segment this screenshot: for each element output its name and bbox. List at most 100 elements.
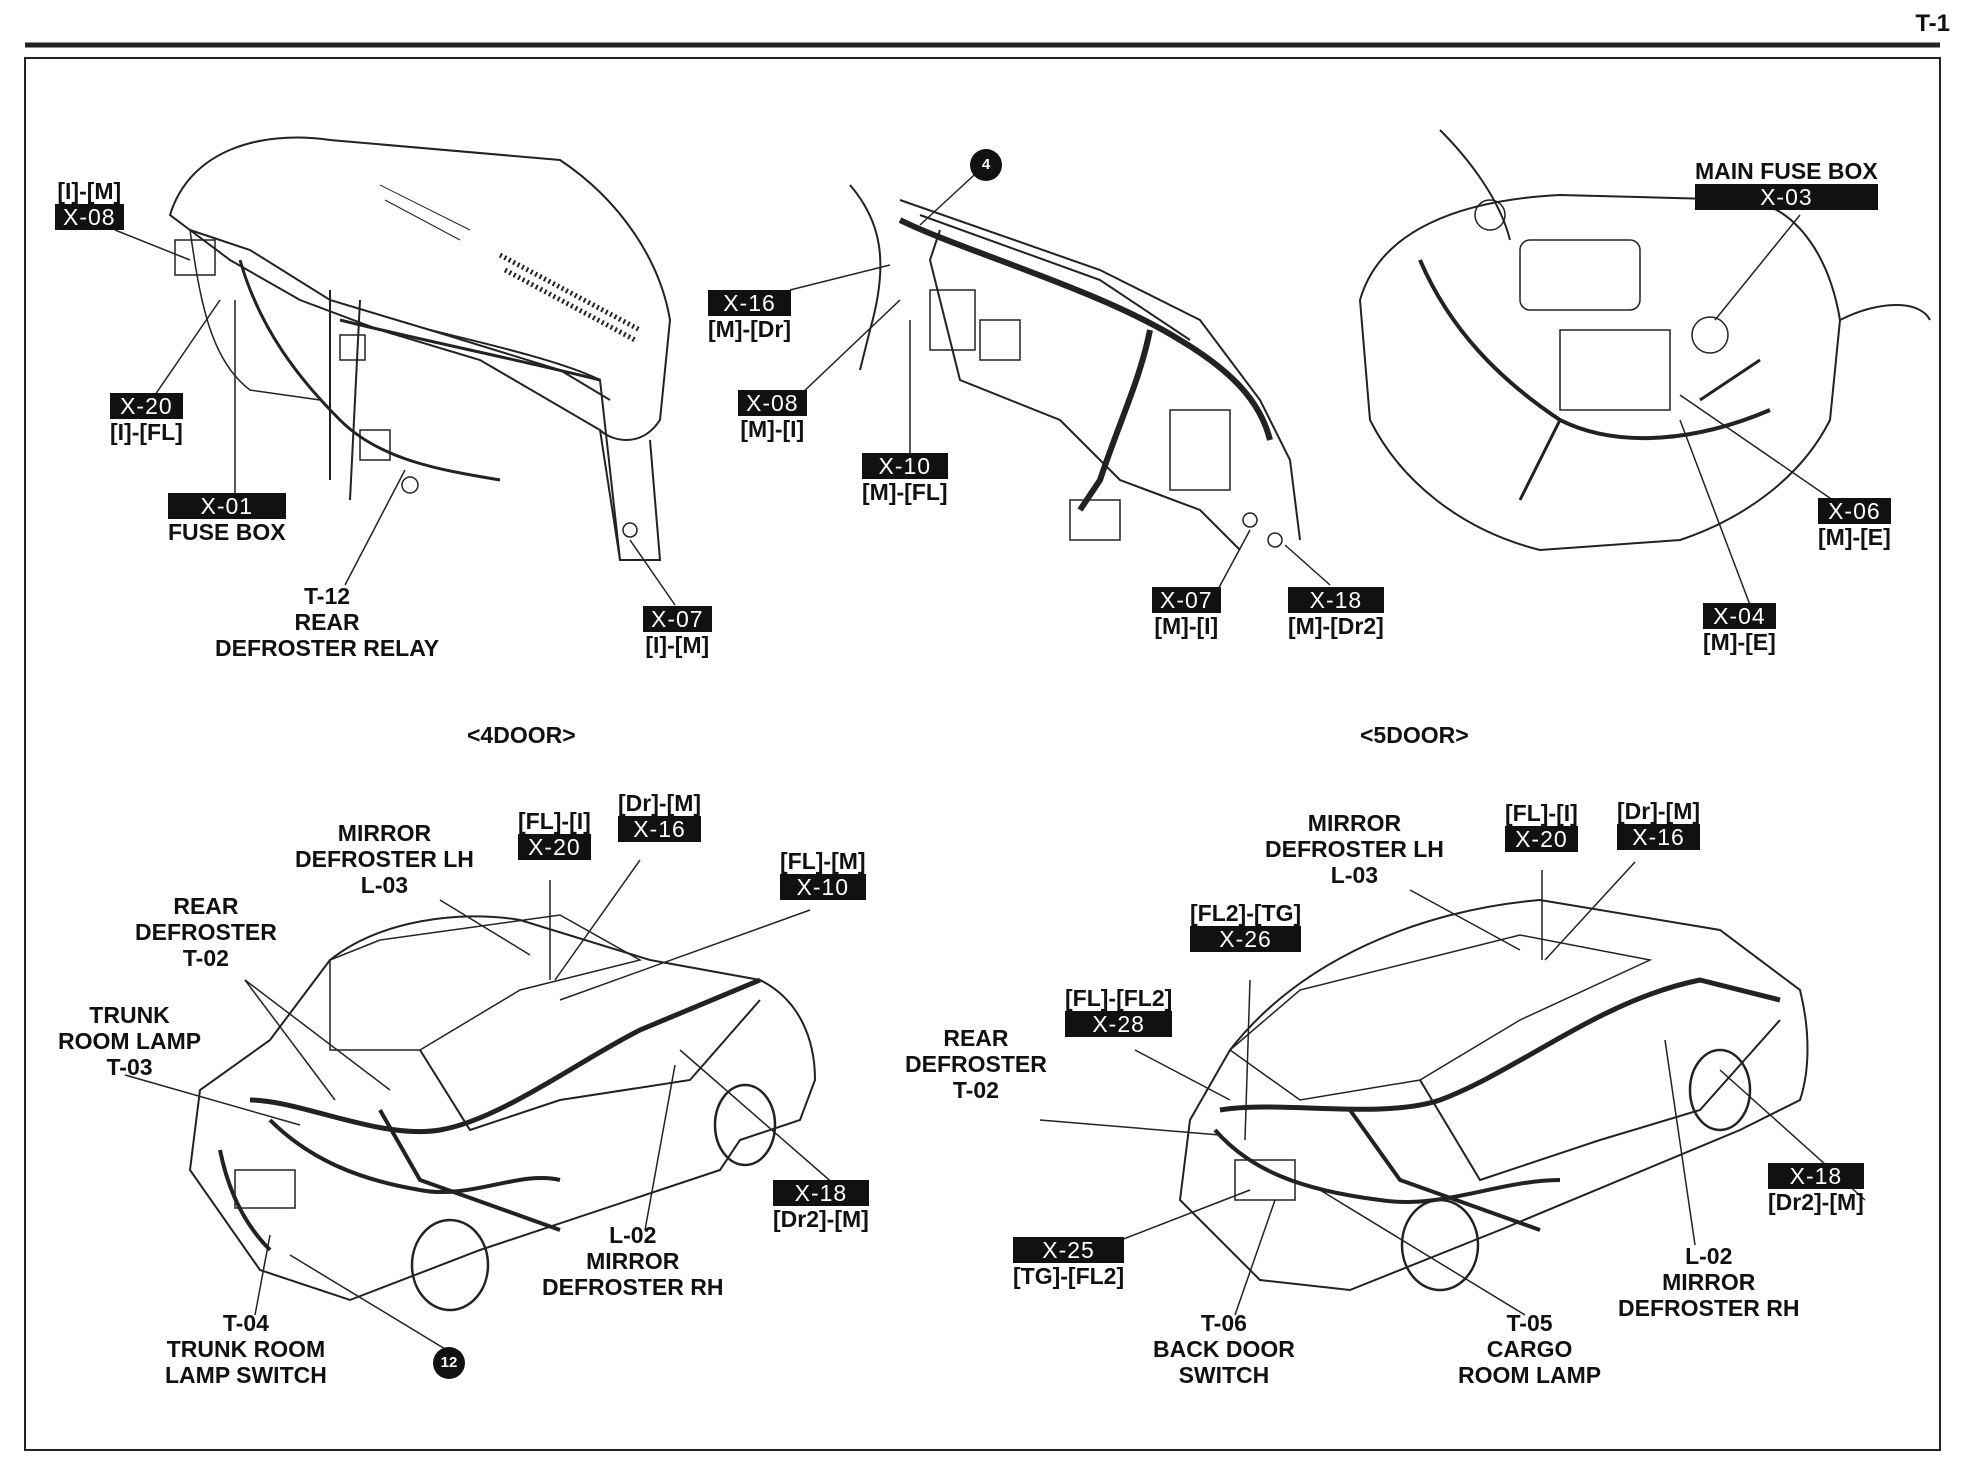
component-name-line: ROOM LAMP <box>58 1028 202 1054</box>
component-name-line: DEFROSTER RH <box>542 1274 724 1300</box>
connector-pair: [FL]-[FL2] <box>1065 985 1173 1011</box>
component-name-line: REAR <box>294 609 360 635</box>
connector-tag: X-04 <box>1703 603 1776 629</box>
panel-x18-callout: X-18 [M]-[Dr2] <box>1288 587 1384 639</box>
connector-pair: [M]-[E] <box>1703 629 1776 655</box>
component-name-line: MIRROR <box>1662 1269 1756 1295</box>
dash4-x20-callout: X-20 [I]-[FL] <box>110 393 183 445</box>
component-name: FUSE BOX <box>168 519 286 545</box>
panel-leader-lines <box>789 164 1331 596</box>
connector-pair: [FL]-[I] <box>518 808 591 834</box>
sedan-rear-defroster-callout: REAR DEFROSTER T-02 <box>135 893 277 971</box>
connector-tag: X-28 <box>1065 1011 1173 1037</box>
component-code: T-02 <box>182 945 229 971</box>
engine-leader-lines <box>1679 214 1841 606</box>
page-number: T-1 <box>1915 10 1950 37</box>
connector-pair: [I]-[M] <box>57 178 122 204</box>
connector-tag: X-16 <box>708 290 792 316</box>
hatch-mirror-lh-callout: MIRROR DEFROSTER LH L-03 <box>1265 810 1444 888</box>
panel-illustration <box>849 184 1301 551</box>
component-code: T-03 <box>106 1054 153 1080</box>
connector-pair: [I]-[M] <box>645 632 710 658</box>
hatch-mirror-rh-callout: L-02 MIRROR DEFROSTER RH <box>1618 1243 1799 1321</box>
component-name-line: SWITCH <box>1178 1362 1270 1388</box>
connector-pair: [Dr]-[M] <box>1617 798 1701 824</box>
caption-4door: <4DOOR> <box>467 722 576 748</box>
sedan-x20-callout: [FL]-[I] X-20 <box>518 808 591 860</box>
connector-pair: [M]-[Dr2] <box>1288 613 1384 639</box>
component-code: T-12 <box>304 583 351 609</box>
panel-x07-callout: X-07 [M]-[I] <box>1152 587 1221 639</box>
connector-tag: X-06 <box>1818 498 1891 524</box>
connector-pair: [M]-[E] <box>1818 524 1891 550</box>
dashboard-leader-lines <box>114 229 676 606</box>
sedan-trunk-switch-callout: T-04 TRUNK ROOM LAMP SWITCH <box>165 1310 327 1388</box>
component-code: T-05 <box>1506 1310 1553 1336</box>
panel-x10-callout: X-10 [M]-[FL] <box>862 453 948 505</box>
engine-x04-callout: X-04 [M]-[E] <box>1703 603 1776 655</box>
component-name-line: TRUNK ROOM <box>166 1336 326 1362</box>
connector-tag: X-18 <box>773 1180 869 1206</box>
connector-pair: [FL]-[M] <box>780 848 866 874</box>
connector-tag: X-07 <box>1152 587 1221 613</box>
sedan-x18-callout: X-18 [Dr2]-[M] <box>773 1180 869 1232</box>
reference-marker: 12 <box>433 1347 465 1379</box>
hatch-x18-callout: X-18 [Dr2]-[M] <box>1768 1163 1864 1215</box>
connector-tag: X-25 <box>1013 1237 1125 1263</box>
component-name-line: ROOM LAMP <box>1458 1362 1602 1388</box>
component-name-line: DEFROSTER LH <box>295 846 474 872</box>
component-code: L-03 <box>1330 862 1379 888</box>
connector-tag: X-07 <box>643 606 712 632</box>
panel-x08-callout: X-08 [M]-[I] <box>738 390 807 442</box>
hatch-back-door-callout: T-06 BACK DOOR SWITCH <box>1153 1310 1295 1388</box>
component-name-line: DEFROSTER RELAY <box>215 635 440 661</box>
reference-marker: 4 <box>970 149 1002 181</box>
component-name-line: REAR <box>173 893 239 919</box>
connector-pair: [Dr2]-[M] <box>773 1206 869 1232</box>
connector-pair: [Dr]-[M] <box>618 790 702 816</box>
hatch-illustration <box>1178 898 1809 1292</box>
hatch-x16-callout: [Dr]-[M] X-16 <box>1617 798 1701 850</box>
dash4-x01-callout: X-01 FUSE BOX <box>168 493 286 545</box>
hatch-x20-callout: [FL]-[I] X-20 <box>1505 800 1578 852</box>
connector-tag: X-20 <box>110 393 183 419</box>
sedan-x16-callout: [Dr]-[M] X-16 <box>618 790 702 842</box>
component-code: L-02 <box>609 1222 657 1248</box>
connector-pair: [I]-[FL] <box>110 419 183 445</box>
hatch-x25-callout: X-25 [TG]-[FL2] <box>1013 1237 1125 1289</box>
component-name-line: BACK DOOR <box>1153 1336 1295 1362</box>
component-code: L-03 <box>360 872 409 898</box>
dash4-x07-callout: X-07 [I]-[M] <box>643 606 712 658</box>
connector-tag: X-08 <box>55 204 124 230</box>
connector-pair: [M]-[FL] <box>862 479 948 505</box>
dash4-x08-callout: [I]-[M] X-08 <box>55 178 124 230</box>
component-name-line: DEFROSTER <box>135 919 277 945</box>
connector-pair: [M]-[Dr] <box>708 316 792 342</box>
panel-x16-callout: X-16 [M]-[Dr] <box>708 290 792 342</box>
page-frame <box>24 57 1941 1451</box>
caption-5door: <5DOOR> <box>1360 722 1469 748</box>
component-name-line: LAMP SWITCH <box>165 1362 327 1388</box>
component-code: T-06 <box>1200 1310 1247 1336</box>
connector-tag: X-03 <box>1695 184 1878 210</box>
hatch-cargo-lamp-callout: T-05 CARGO ROOM LAMP <box>1458 1310 1601 1388</box>
connector-pair: [M]-[I] <box>1154 613 1219 639</box>
connector-pair: [TG]-[FL2] <box>1013 1263 1125 1289</box>
component-name-line: DEFROSTER LH <box>1265 836 1444 862</box>
component-name-line: CARGO <box>1486 1336 1573 1362</box>
sedan-illustration <box>188 914 817 1312</box>
sedan-x10-callout: [FL]-[M] X-10 <box>780 848 866 900</box>
component-name: MAIN FUSE BOX <box>1695 158 1878 184</box>
hatch-rear-defroster-callout: REAR DEFROSTER T-02 <box>905 1025 1047 1103</box>
connector-tag: X-20 <box>1505 826 1578 852</box>
component-code: L-02 <box>1685 1243 1733 1269</box>
connector-tag: X-10 <box>780 874 866 900</box>
connector-tag: X-20 <box>518 834 591 860</box>
component-name-line: DEFROSTER <box>905 1051 1047 1077</box>
connector-tag: X-18 <box>1768 1163 1864 1189</box>
hatch-x28-callout: [FL]-[FL2] X-28 <box>1065 985 1173 1037</box>
dash4-t12-callout: T-12 REAR DEFROSTER RELAY <box>215 583 439 661</box>
connector-tag: X-16 <box>1617 824 1701 850</box>
